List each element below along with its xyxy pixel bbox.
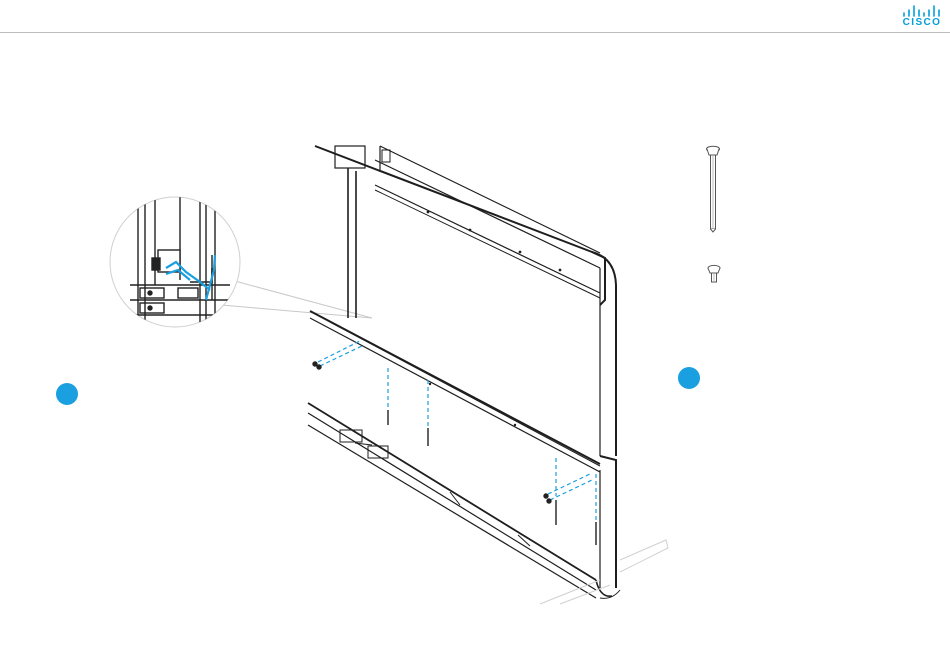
step-marker-1 (56, 383, 78, 405)
short-screw-icon (708, 265, 720, 282)
magnifier-leader-lines (221, 280, 372, 318)
long-screw-icon (707, 146, 720, 232)
step-marker-2 (678, 367, 700, 389)
magnified-detail-view (110, 195, 240, 330)
video-wall-panel (308, 146, 668, 604)
